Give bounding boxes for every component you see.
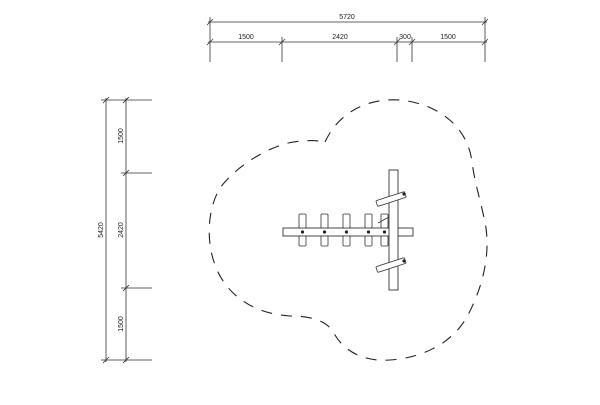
seat-4-bottom — [364, 235, 373, 247]
depth-segment-label-3: 1500 — [118, 316, 125, 332]
width-segment-label-2: 2420 — [332, 34, 348, 41]
seat-5-pin — [382, 230, 387, 234]
depth-tick-6 — [122, 356, 130, 364]
width-tick-4 — [278, 38, 286, 46]
safety-zone-outline — [208, 99, 488, 361]
seat-5-bottom — [380, 235, 389, 247]
vertical-beam — [388, 169, 399, 291]
depth-tick-1 — [102, 96, 110, 104]
left-dimension-chain: 5420 1500 2420 1500 — [98, 96, 152, 364]
width-segment-label-3: 300 — [399, 34, 411, 41]
width-tick-3 — [206, 38, 214, 46]
overall-width-label: 5720 — [339, 14, 355, 21]
upper-side-arm-pin — [402, 192, 406, 196]
depth-tick-2 — [102, 356, 110, 364]
seat-4-pin — [366, 230, 371, 234]
width-tick-6 — [408, 38, 416, 46]
seat-4-top — [364, 213, 373, 229]
seat-3-pin — [344, 230, 349, 234]
diagonal-brace — [377, 216, 390, 224]
width-tick-1 — [206, 18, 214, 26]
width-tick-5 — [393, 38, 401, 46]
seat-1-bottom — [298, 235, 307, 247]
depth-segment-label-2: 2420 — [118, 222, 125, 238]
overall-depth-label: 5420 — [98, 222, 105, 238]
width-segment-label-1: 1500 — [238, 34, 254, 41]
depth-segment-label-1: 1500 — [118, 128, 125, 144]
seat-2-top — [320, 213, 329, 229]
seat-1-top — [298, 213, 307, 229]
top-dimension-chain: 5720 1500 2420 300 1500 — [206, 14, 489, 62]
seat-2-pin — [322, 230, 327, 234]
seat-2-bottom — [320, 235, 329, 247]
lower-side-arm-pin — [402, 259, 406, 263]
depth-tick-5 — [122, 284, 130, 292]
play-equipment — [282, 169, 414, 291]
seat-group — [298, 213, 389, 247]
seat-3-top — [342, 213, 351, 229]
width-tick-2 — [481, 18, 489, 26]
seat-3-bottom — [342, 235, 351, 247]
side-arm-group — [375, 191, 407, 273]
width-segment-label-4: 1500 — [440, 34, 456, 41]
depth-tick-4 — [122, 169, 130, 177]
seat-1-pin — [300, 230, 305, 234]
depth-tick-3 — [122, 96, 130, 104]
width-tick-7 — [481, 38, 489, 46]
